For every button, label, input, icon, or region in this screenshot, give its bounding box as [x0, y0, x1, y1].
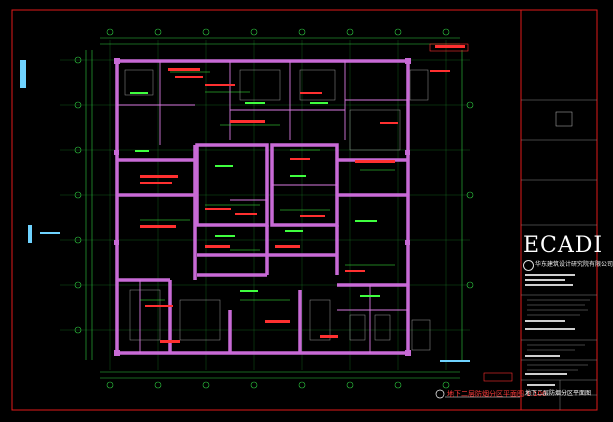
walls [115, 59, 410, 355]
org-name: 华东建筑设计研究院有限公司 [535, 261, 613, 268]
drawing-scale-label: 地下二层防烟分区平面图 1:100 [447, 390, 547, 398]
title-block-text [525, 274, 575, 386]
grid-bubble-icon [74, 28, 474, 389]
dimension-lines [85, 37, 463, 379]
drawing-title: 地下二层防烟分区平面图 [525, 390, 592, 397]
drawing-frame [11, 9, 598, 411]
legend-box [483, 372, 513, 382]
cad-drawing-sheet [11, 9, 598, 411]
room-labels [130, 92, 380, 297]
equipment [124, 69, 431, 351]
ecadi-logo: ECADI [523, 233, 604, 258]
partitions [117, 61, 408, 353]
dim-text [20, 60, 470, 362]
section-marker-icon [435, 389, 445, 399]
legend-box-2 [429, 43, 469, 52]
title-block [521, 99, 597, 410]
annotation-leaders [140, 71, 395, 301]
red-annotations [140, 45, 465, 343]
ecadi-logo-mark-icon [523, 260, 534, 271]
